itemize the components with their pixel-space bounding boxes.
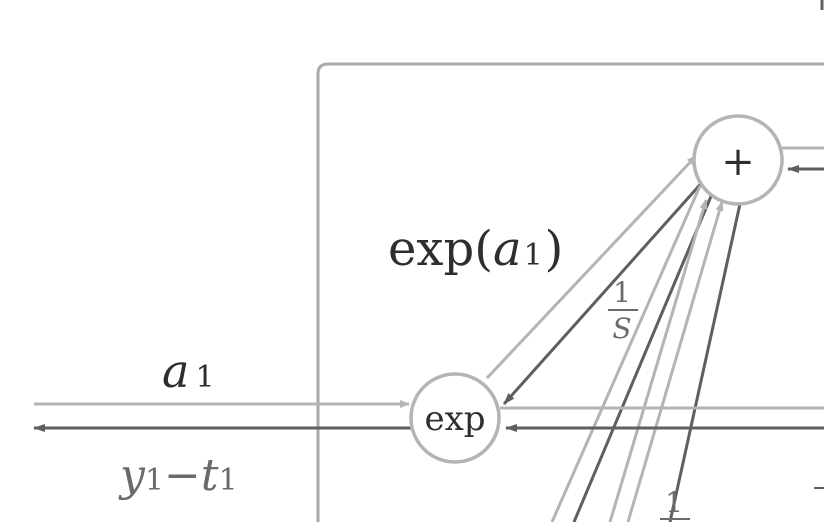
bottom-fraction-numerator: 1: [665, 486, 683, 519]
bottom-partial-fraction: 1: [660, 486, 690, 520]
y1-minus-t1-label: y1−t1: [118, 450, 238, 501]
y-sub: 1: [145, 463, 164, 498]
exp-node: exp: [409, 372, 501, 464]
exp-node-label: exp: [424, 399, 485, 439]
exp-a1-sub: 1: [524, 238, 543, 273]
minus-sign: −: [164, 450, 201, 501]
exp-a1-close: ): [545, 221, 564, 277]
t-var: t: [201, 450, 219, 501]
plus-down-line-3: [668, 203, 742, 522]
plus-up-forward-arrow: [608, 199, 708, 522]
fraction-numerator: 1: [613, 276, 631, 309]
plus-node: +: [692, 114, 784, 206]
a1-sub: 1: [195, 360, 214, 395]
plus-down-line-2: [572, 193, 714, 522]
y-var: y: [118, 450, 146, 501]
exp-a1-var: a: [493, 221, 522, 277]
t-sub: 1: [219, 463, 238, 498]
exp-a1-func: exp(: [388, 221, 493, 277]
plus-to-exp-backward-arrow: [502, 177, 708, 405]
plus-down-line-1: [550, 185, 702, 522]
plus-symbol: +: [721, 139, 755, 185]
layer-box: [316, 62, 824, 522]
exp-a1-label: exp(a1): [388, 221, 563, 277]
one-over-s-fraction: 1 S: [608, 276, 638, 345]
exp-to-plus-forward-arrow: [485, 154, 698, 380]
a1-var: a: [162, 344, 189, 398]
plus-up-forward-arrow-2: [626, 201, 724, 522]
fraction-denominator: S: [612, 312, 631, 345]
